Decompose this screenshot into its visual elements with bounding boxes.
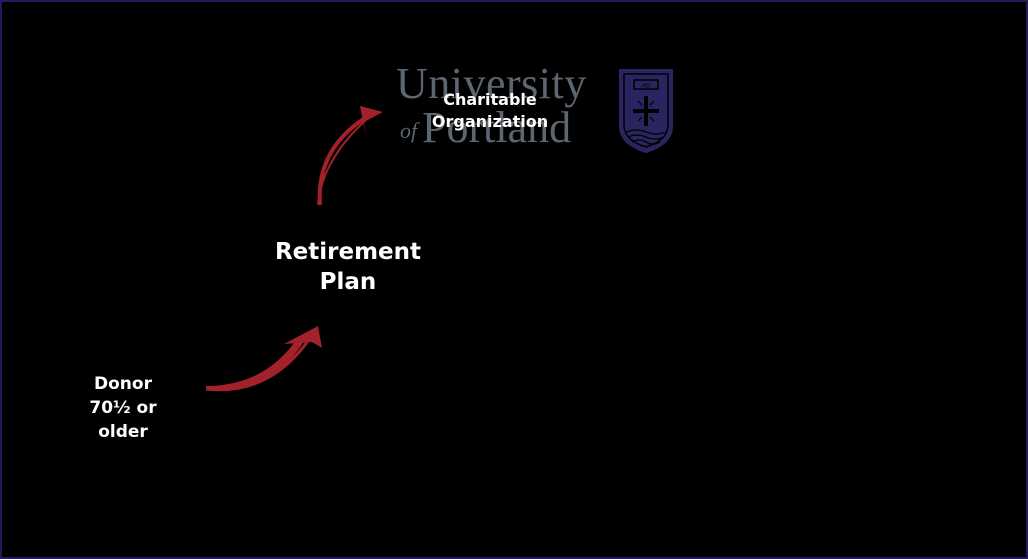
charitable-organization-label: Charitable Organization bbox=[420, 89, 560, 133]
charitable-label-line-2: Organization bbox=[431, 112, 549, 131]
logo-wordmark-of: of bbox=[400, 118, 418, 143]
logo-wordmark-university: University bbox=[396, 59, 587, 108]
shield-crest-icon: AD bbox=[619, 69, 673, 154]
donor-label-line-1: Donor bbox=[94, 374, 152, 394]
svg-text:AD: AD bbox=[642, 84, 651, 90]
retirement-plan-label: Retirement Plan bbox=[258, 237, 438, 297]
donor-label-line-2: 70½ or bbox=[89, 398, 157, 418]
retirement-label-line-2: Plan bbox=[319, 269, 377, 295]
retirement-label-line-1: Retirement bbox=[274, 239, 422, 265]
charitable-label-line-1: Charitable bbox=[443, 90, 537, 109]
donor-label-line-3: older bbox=[98, 422, 148, 442]
arrow-retirement-to-charitable-icon bbox=[317, 106, 383, 206]
arrow-donor-to-retirement-icon bbox=[205, 326, 322, 392]
university-logo: University of Portland AD bbox=[394, 62, 679, 156]
logo-wordmark-portland: Portland bbox=[422, 103, 572, 152]
donor-label: Donor 70½ or older bbox=[68, 372, 178, 444]
